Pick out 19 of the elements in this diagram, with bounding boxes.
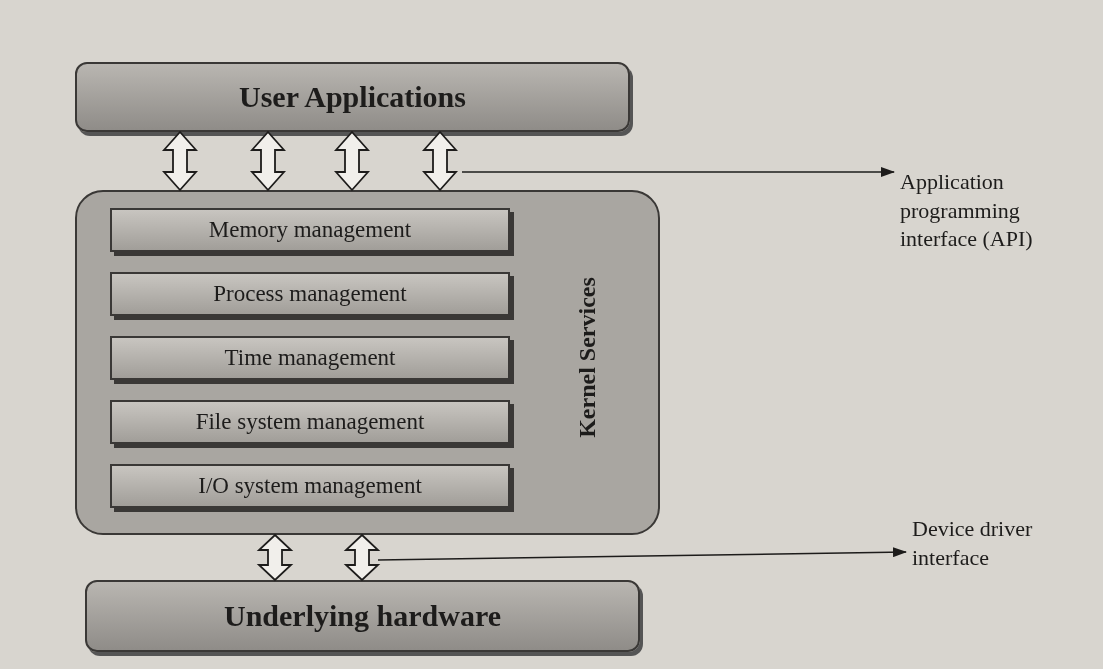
double-arrow [422, 130, 458, 192]
service-label: Memory management [208, 217, 412, 243]
service-label: I/O system management [198, 473, 422, 499]
service-label: File system management [195, 409, 425, 435]
arrow [461, 167, 895, 177]
service-label: Process management [213, 281, 407, 307]
layer-title: User Applications [239, 80, 466, 114]
arrow [377, 547, 907, 561]
double-arrow [162, 130, 198, 192]
interface-label: Application programming interface (API) [900, 168, 1034, 254]
layer-title: Underlying hardware [224, 599, 501, 633]
double-arrow [256, 533, 294, 582]
kernel-panel [75, 190, 660, 535]
double-arrow [343, 533, 381, 582]
vertical-title: Kernel Services [573, 276, 601, 438]
interface-label: Device driver interface [912, 515, 1034, 572]
double-arrow [250, 130, 286, 192]
double-arrow [334, 130, 370, 192]
service-label: Time management [224, 345, 396, 371]
